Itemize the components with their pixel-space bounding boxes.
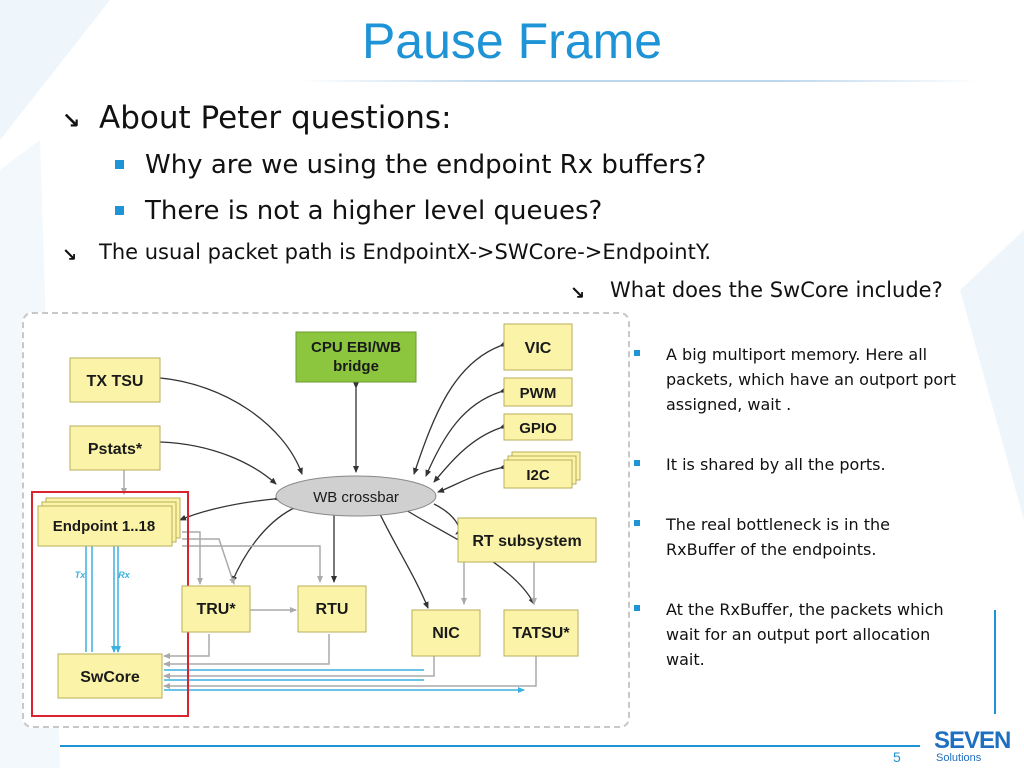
txtsu-block: TX TSU: [69, 357, 161, 403]
right-list-item: At the RxBuffer, the packets which wait …: [666, 600, 944, 669]
nic-block: NIC: [411, 609, 481, 657]
tx-label: Tx: [75, 570, 86, 580]
connector-txtsu-crossbar: [153, 374, 303, 475]
square-bullet-icon: [634, 460, 640, 466]
diagram-label: NIC: [432, 625, 460, 642]
diagram-label: PWM: [520, 385, 557, 402]
decorative-vertical-line: [994, 610, 996, 714]
rx-label: Rx: [118, 570, 130, 580]
company-logo-subtitle: Solutions: [936, 752, 982, 764]
right-list-item: It is shared by all the ports.: [666, 455, 886, 474]
arrow-bullet-icon: ↘: [62, 245, 78, 265]
arrow-bullet-icon: ↘: [570, 283, 586, 303]
cpu-bridge-label-2: bridge: [333, 358, 379, 375]
diagram-label: RTU: [316, 601, 349, 618]
arrow-bullet-icon: ↘: [62, 108, 81, 133]
connector-endpoint-tru-2: [182, 538, 235, 585]
connector-crossbar-endpoint: [179, 495, 281, 521]
diagram-label: VIC: [525, 340, 552, 357]
footer-rule: [60, 745, 920, 747]
diagram-label: RT subsystem: [472, 533, 581, 550]
connector-nic-swcore: [163, 644, 435, 679]
swcore-block: SwCore: [57, 653, 163, 699]
connector-i2c-crossbar: [437, 463, 507, 493]
bullet-about-peter: About Peter questions:: [99, 100, 452, 136]
bullet-packet-path: The usual packet path is EndpointX->SWCo…: [99, 240, 712, 264]
right-list-item: A big multiport memory. Here all packets…: [666, 345, 957, 414]
connector-vic-crossbar: [413, 341, 507, 475]
connector-rtu-swcore: [163, 634, 330, 667]
square-bullet-icon: [115, 160, 124, 169]
tru-block: TRU*: [181, 585, 251, 633]
endpoint-block: Endpoint 1..18: [37, 497, 181, 547]
pstats-block: Pstats*: [69, 425, 161, 471]
diagram-label: I2C: [526, 467, 550, 484]
company-logo: SEVEN: [934, 727, 1011, 754]
diagram-canvas: CPU EBI/WB bridge VIC PWM GPIO I2C TX TS…: [31, 323, 597, 717]
crossbar-block: WB crossbar: [275, 475, 437, 517]
square-bullet-icon: [634, 350, 640, 356]
tatsu-block: TATSU*: [503, 609, 579, 657]
diagram-label: TRU*: [196, 601, 236, 618]
gpio-block: GPIO: [503, 413, 573, 441]
diagram-label: WB crossbar: [313, 489, 399, 506]
vic-block: VIC: [503, 323, 573, 371]
connector-pwm-crossbar: [425, 387, 507, 477]
cpu-bridge-label-1: CPU EBI/WB: [311, 339, 401, 356]
connector-crossbar-tru: [231, 503, 299, 583]
rt-subsystem-block: RT subsystem: [457, 517, 597, 563]
right-list-item: The real bottleneck is in the RxBuffer o…: [666, 515, 890, 559]
cpu-bridge-block: CPU EBI/WB bridge: [295, 331, 417, 383]
architecture-diagram: CPU EBI/WB bridge VIC PWM GPIO I2C TX TS…: [22, 312, 630, 728]
bus-connectors: [153, 341, 535, 609]
diagram-label: GPIO: [519, 420, 557, 437]
diagram-label: SwCore: [80, 669, 140, 686]
blue-paths: [83, 534, 525, 693]
connector-tru-swcore: [163, 634, 210, 659]
connector-endpoint-rtu: [182, 545, 323, 583]
connector-gpio-crossbar: [433, 423, 507, 483]
connector-endpoint-tru-1: [182, 531, 203, 585]
connector-tatsu-swcore: [163, 644, 537, 689]
sub-bullet-why-endpoint: Why are we using the endpoint Rx buffers…: [145, 150, 707, 180]
diagram-label: Endpoint 1..18: [53, 518, 156, 535]
pwm-block: PWM: [503, 377, 573, 407]
i2c-block: I2C: [503, 451, 581, 489]
square-bullet-icon: [115, 206, 124, 215]
sub-bullet-higher-level: There is not a higher level queues?: [145, 196, 603, 226]
square-bullet-icon: [634, 520, 640, 526]
connector-crossbar-nic: [373, 505, 429, 609]
diagram-label: Pstats*: [88, 441, 143, 458]
slide-title: Pause Frame: [361, 13, 663, 69]
connector-pstats-crossbar: [153, 438, 277, 485]
square-bullet-icon: [634, 605, 640, 611]
diagram-label: TX TSU: [87, 373, 144, 390]
title-underline: [300, 80, 980, 82]
page-number: 5: [893, 749, 901, 765]
diagram-label: TATSU*: [512, 625, 570, 642]
bullet-swcore-include: What does the SwCore include?: [610, 278, 943, 302]
rtu-block: RTU: [297, 585, 367, 633]
connector-crossbar-rtsub: [433, 503, 463, 535]
